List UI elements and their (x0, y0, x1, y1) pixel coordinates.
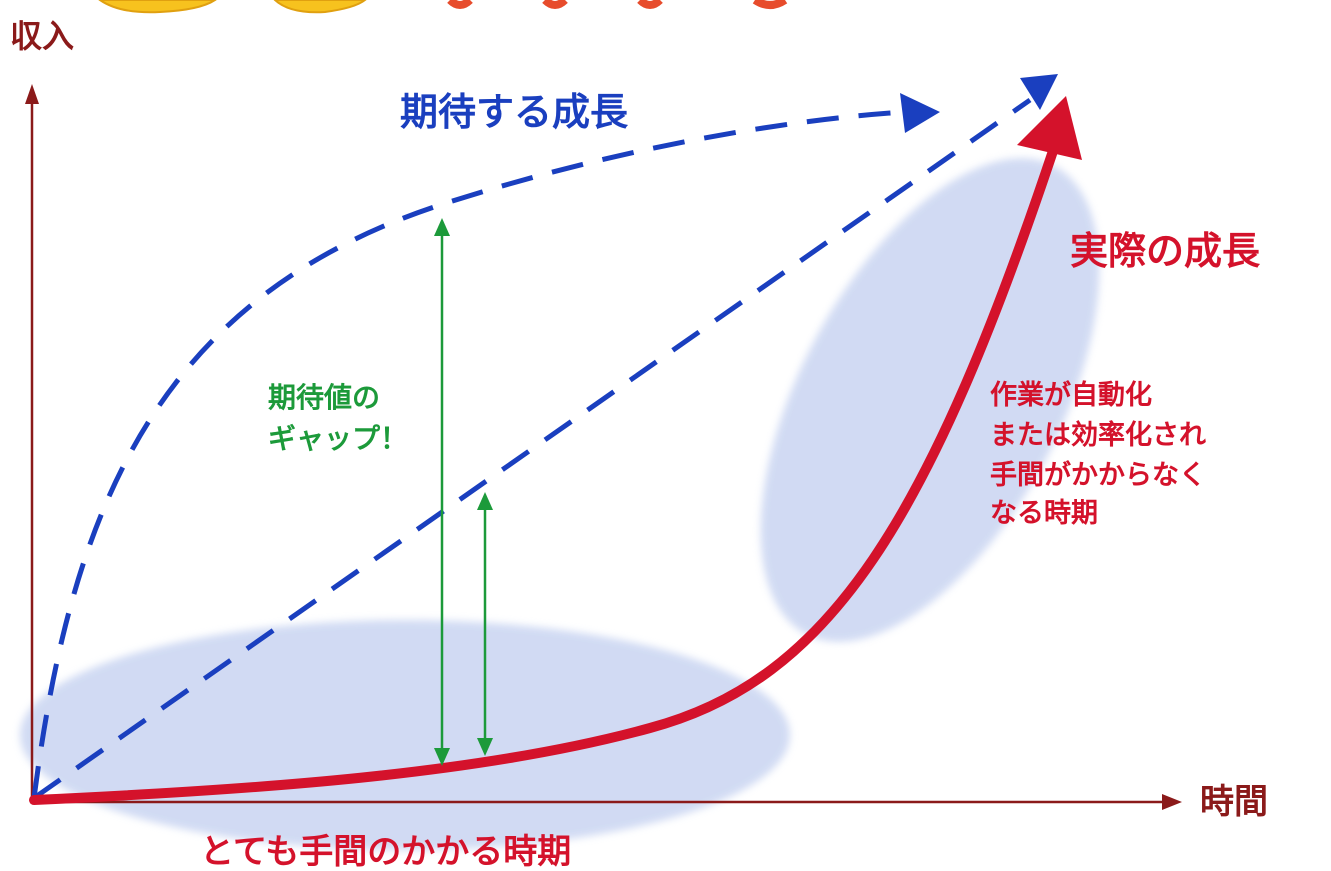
laborious-period-label: とても手間のかかる時期 (200, 832, 571, 871)
gap-label-line2: ギャップ！ (268, 422, 408, 455)
actual-growth-curve (29, 140, 1060, 805)
automation-label-line1: 作業が自動化 (990, 379, 1152, 411)
expected-growth-curve (31, 109, 906, 799)
expected-growth-curve-arrowhead (900, 93, 940, 133)
expected-growth-line-arrowhead (1020, 74, 1058, 110)
expected-growth-label: 期待する成長 (400, 90, 629, 134)
actual-growth-curve-arrowhead (1017, 96, 1082, 160)
actual-growth-label: 実際の成長 (1070, 229, 1261, 273)
x-axis (30, 794, 1182, 810)
y-axis (25, 84, 39, 800)
x-axis-label: 時間 (1200, 782, 1268, 822)
automation-label-line4: なる時期 (990, 498, 1098, 529)
gap-arrow-large (434, 218, 450, 766)
expected-growth-line (32, 97, 1032, 801)
cropped-logo-decoration (98, 0, 788, 14)
automation-label-line3: 手間がかからなく (990, 459, 1206, 491)
gap-label-line1: 期待値の (268, 381, 380, 414)
gap-arrow-small (477, 492, 493, 756)
automation-label-line2: または効率化され (990, 419, 1206, 451)
automation-period-label: 作業が自動化 または効率化され 手間がかからなく なる時期 (990, 379, 1206, 529)
gap-label: 期待値の ギャップ！ (268, 381, 408, 455)
y-axis-label: 収入 (10, 17, 74, 55)
automation-period-region (760, 158, 1100, 642)
laborious-period-region (20, 620, 790, 850)
